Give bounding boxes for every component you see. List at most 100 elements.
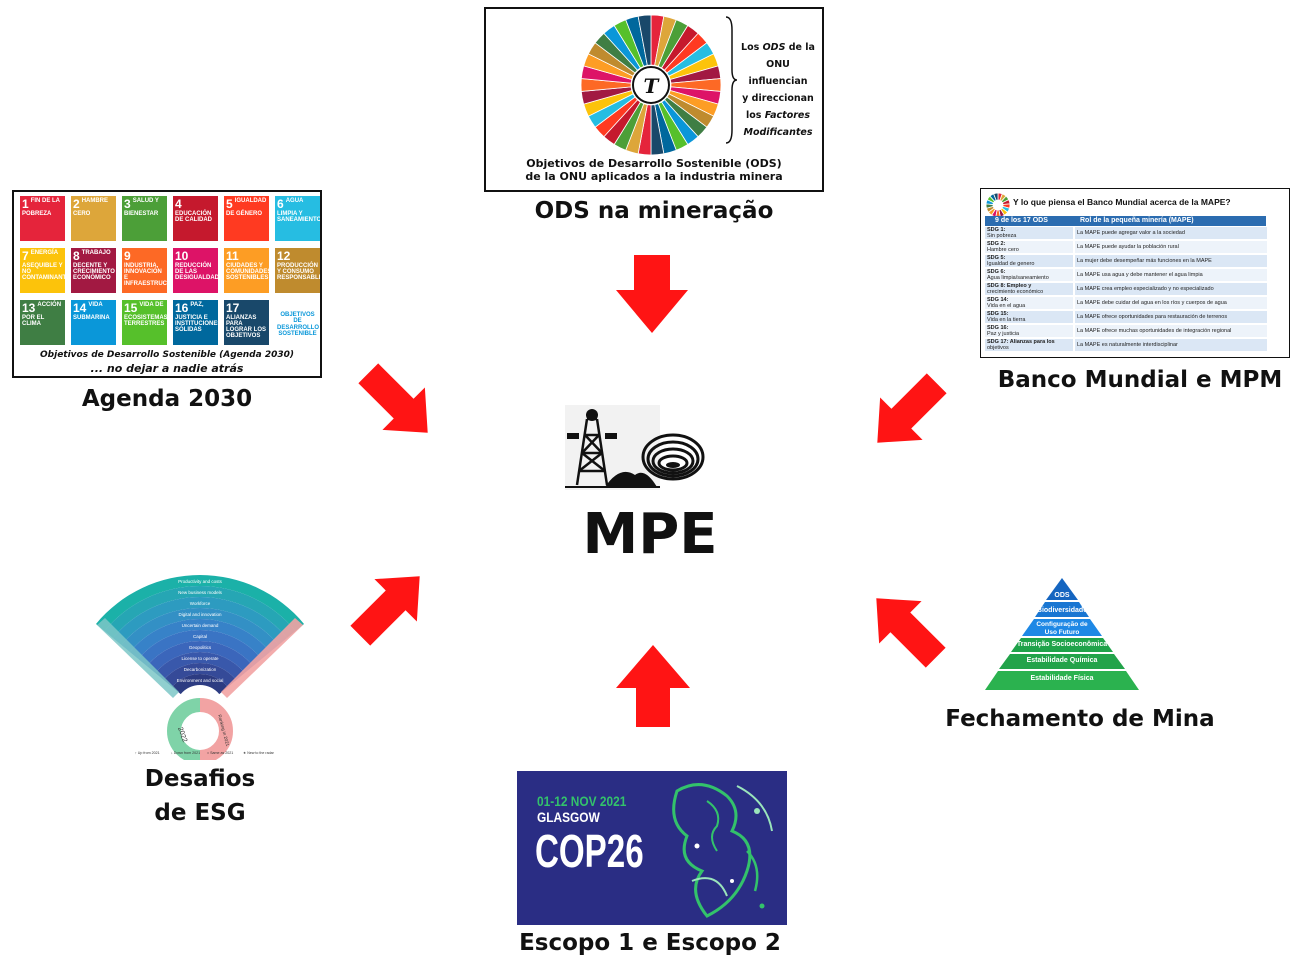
banco-cell-ods-name: Vida en la tierra	[987, 317, 1026, 323]
sdg-tile-title: VIDA DE ECOSISTEMAS TERRESTRES	[124, 302, 167, 327]
sdg-tile-number: 7	[22, 249, 29, 263]
sdg-tile-number: 9	[124, 249, 131, 263]
banco-cell-ods: SDG 2:Hambre cero	[985, 241, 1073, 253]
pyramid-level-quimica: Estabilidade Química	[1026, 657, 1098, 664]
sdg-tile-number: 1	[22, 197, 29, 211]
sdg-tile-title: IGUALDAD DE GÉNERO	[226, 198, 267, 217]
sdg-tile-number: 4	[175, 197, 182, 211]
pyramid-level-biodiversidade: Biodiversidade	[1036, 607, 1088, 614]
banco-cell-ods-code: SDG 2:	[987, 241, 1006, 247]
banco-cell-ods-name: Agua limpia/saneamiento	[987, 275, 1049, 281]
sdg-tile-title: PRODUCCIÓN Y CONSUMO RESPONSABLES	[277, 262, 320, 282]
sdg-tile: 11CIUDADES Y COMUNIDADES SOSTENIBLES	[224, 248, 269, 293]
ods-panel: T Los ODS de la ONU influencian y direcc…	[484, 7, 824, 192]
banco-col-1: 9 de los 17 ODS	[995, 217, 1048, 224]
sdg-tile: 10REDUCCIÓN DE LAS DESIGUALDADES	[173, 248, 218, 293]
sdg-tile-title: REDUCCIÓN DE LAS DESIGUALDADES	[175, 262, 218, 282]
esg-band	[172, 674, 228, 695]
pyramid-level-configuracao: Configuração de Uso Futuro	[1036, 621, 1088, 636]
sdg-tile-number: 16	[175, 301, 189, 315]
banco-cell-ods-name: Hambre cero	[987, 247, 1019, 253]
sdg-tile-title: EDUCACIÓN DE CALIDAD	[175, 210, 212, 223]
agenda-caption-line: Objetivos de Desarrollo Sostenible (Agen…	[40, 350, 294, 360]
ods-caption-line: de la ONU aplicados a la industria miner…	[525, 170, 783, 183]
ods-caption: Objetivos de Desarrollo Sostenible (ODS)…	[486, 157, 822, 183]
banco-cell-ods: SDG 15:Vida en la tierra	[985, 311, 1073, 323]
ods-side-word: los	[745, 110, 762, 121]
center-label: MPE	[582, 502, 718, 567]
banco-cell-ods-name: Igualdad de genero	[987, 261, 1035, 267]
cop-city: GLASGOW	[537, 809, 600, 825]
sdg-tile-title: ACCIÓN POR EL CLIMA	[22, 302, 62, 327]
sdg-tile-title: FIN DE LA POBREZA	[22, 198, 60, 217]
ods-side-word: ONU influencian	[748, 59, 808, 87]
sdg-tile-number: 2	[73, 197, 80, 211]
sdg-tile-number: 14	[73, 301, 87, 315]
sdg-tile-number: 3	[124, 197, 131, 211]
fechamento-label: Fechamento de Mina	[945, 706, 1215, 732]
sdg-tile-title: HAMBRE CERO	[73, 198, 109, 217]
mining-icon	[565, 405, 705, 490]
sdg-tile-number: 6	[277, 197, 284, 211]
sdg-tile-title: PAZ, JUSTICIA E INSTITUCIONES SÓLIDAS	[175, 302, 218, 334]
esg-left-year: 2022	[176, 726, 188, 743]
arrow-from-agenda	[358, 363, 428, 433]
esg-legend-item: ★ New to the radar	[243, 751, 275, 755]
banco-cell-role: La MAPE puede ayudar la población rural	[1075, 241, 1267, 253]
cop26-panel: 01-12 NOV 2021 GLASGOW COP26	[517, 771, 787, 925]
esg-band-label: Capital	[193, 634, 207, 639]
sdg-tile-number: 15	[124, 301, 138, 315]
ods-wheel: T	[580, 14, 722, 156]
sdg-tile-title: SALUD Y BIENESTAR	[124, 198, 159, 217]
banco-cell-ods-code: SDG 5:	[987, 255, 1006, 261]
ods-side-word: de la	[788, 42, 815, 53]
esg-band-label: Decarbonization	[184, 667, 217, 672]
esg-band	[155, 652, 245, 681]
arrow-from-esg	[350, 576, 420, 646]
banco-cell-ods: SDG 1:Sin pobreza	[985, 227, 1073, 239]
banco-cell-role: La MAPE crea empleo especializado y no e…	[1075, 283, 1267, 295]
ods-side-word: Factores	[764, 110, 811, 121]
banco-cell-ods: SDG 5:Igualdad de genero	[985, 255, 1073, 267]
sdg-tile-title: AGUA LIMPIA Y SANEAMIENTO	[277, 198, 320, 223]
esg-legend-item: = Same as 2021	[207, 751, 233, 755]
arrow-from-cop	[616, 645, 690, 727]
sdg-logo-text: DE DESARROLLO	[277, 318, 319, 331]
banco-cell-role: La MAPE debe cuidar del agua en los ríos…	[1075, 297, 1267, 309]
sdg-tile: 4EDUCACIÓN DE CALIDAD	[173, 196, 218, 241]
globe-artwork	[672, 783, 773, 918]
sdg-tile-number: 11	[226, 249, 239, 263]
esg-band-label: Environment and social	[177, 678, 224, 683]
banco-cell-ods-name: Vida en el agua	[987, 303, 1026, 309]
banco-cell-ods-code: SDG 6:	[987, 269, 1006, 275]
sdg-tile: 9INDUSTRIA, INNOVACIÓN E INFRAESTRUCTURA	[122, 248, 167, 293]
ods-side-word: ODS	[762, 42, 786, 53]
banco-cell-ods-code: SDG 14:	[987, 297, 1009, 303]
sdg-tile-number: 13	[22, 301, 36, 315]
sdg-tile: 17ALIANZAS PARA LOGRAR LOS OBJETIVOS	[224, 300, 269, 345]
sdg-tile: 12PRODUCCIÓN Y CONSUMO RESPONSABLES	[275, 248, 320, 293]
ods-side-word: Modificantes	[743, 127, 813, 138]
banco-cell-role: La MAPE ofrece muchas oportunidades de i…	[1075, 325, 1267, 337]
esg-band	[104, 586, 296, 638]
banco-cell-ods: SDG 6:Agua limpia/saneamiento	[985, 269, 1073, 281]
cop-name-text: COP26	[535, 825, 644, 877]
banco-col-2: Rol de la pequeña minería (MAPE)	[1080, 217, 1194, 224]
cop-date: 01-12 NOV 2021	[537, 793, 627, 809]
banco-cell-role: La MAPE es naturalmente interdisciplinar	[1075, 339, 1267, 351]
esg-band	[95, 575, 305, 631]
esg-band-label: License to operate	[181, 656, 219, 661]
ods-side-word: y direccionan	[742, 93, 814, 104]
